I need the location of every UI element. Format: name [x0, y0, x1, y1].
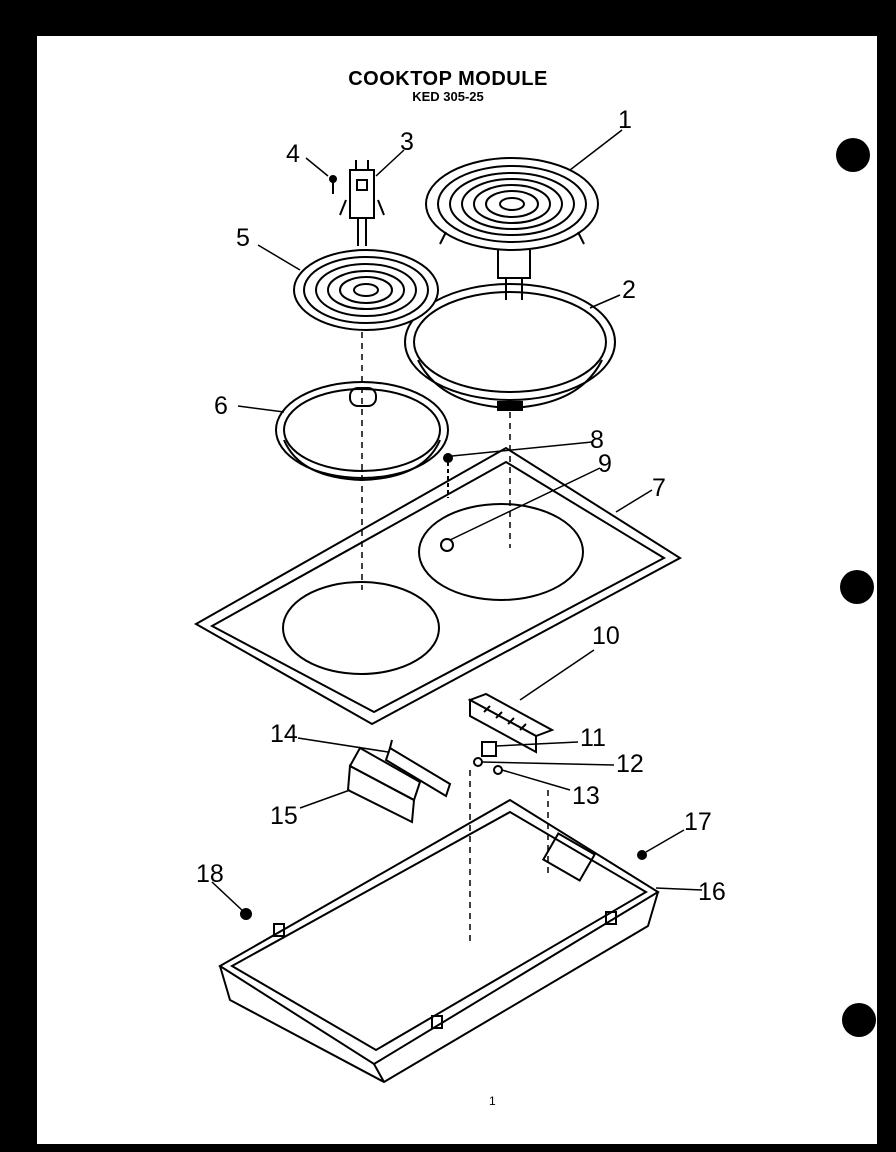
callout-5: 5 [236, 224, 250, 252]
callout-18: 18 [196, 860, 224, 888]
diagram-title: COOKTOP MODULE [348, 68, 548, 90]
callout-leaders [211, 129, 703, 913]
binder-hole [836, 138, 870, 172]
retainer-clip [440, 538, 454, 552]
callout-numbers: 1 2 3 4 5 6 7 8 9 10 11 12 13 14 15 16 1… [196, 106, 726, 906]
model-number: KED 305-25 [412, 89, 484, 104]
screw [329, 175, 337, 194]
cooktop-frame [193, 446, 682, 726]
callout-11: 11 [580, 724, 606, 752]
alignment-lines [361, 332, 549, 945]
small-surface-element [293, 249, 439, 331]
callout-15: 15 [270, 802, 298, 830]
callout-2: 2 [622, 276, 636, 304]
callout-7: 7 [652, 474, 666, 502]
callout-13: 13 [572, 782, 600, 810]
pan-screw-right [637, 850, 647, 860]
terminal-strip [467, 692, 555, 754]
callout-10: 10 [592, 622, 620, 650]
callout-12: 12 [616, 750, 644, 778]
callout-9: 9 [598, 450, 612, 478]
large-surface-element [425, 157, 599, 300]
switch-bracket [473, 741, 503, 775]
callout-17: 17 [684, 808, 712, 836]
page-mark: 1 [489, 1094, 496, 1108]
terminal-block [339, 160, 385, 246]
bottom-pan [218, 798, 660, 1084]
binder-hole [840, 570, 874, 604]
callout-8: 8 [590, 426, 604, 454]
mounting-screw [443, 453, 453, 498]
callout-1: 1 [618, 106, 632, 134]
callout-3: 3 [400, 128, 414, 156]
callout-16: 16 [698, 878, 726, 906]
callout-6: 6 [214, 392, 228, 420]
callout-14: 14 [270, 720, 298, 748]
channel-shield [346, 746, 422, 824]
large-drip-bowl [404, 283, 616, 411]
callout-4: 4 [286, 140, 300, 168]
binder-hole [842, 1003, 876, 1037]
support-bracket [384, 739, 452, 798]
